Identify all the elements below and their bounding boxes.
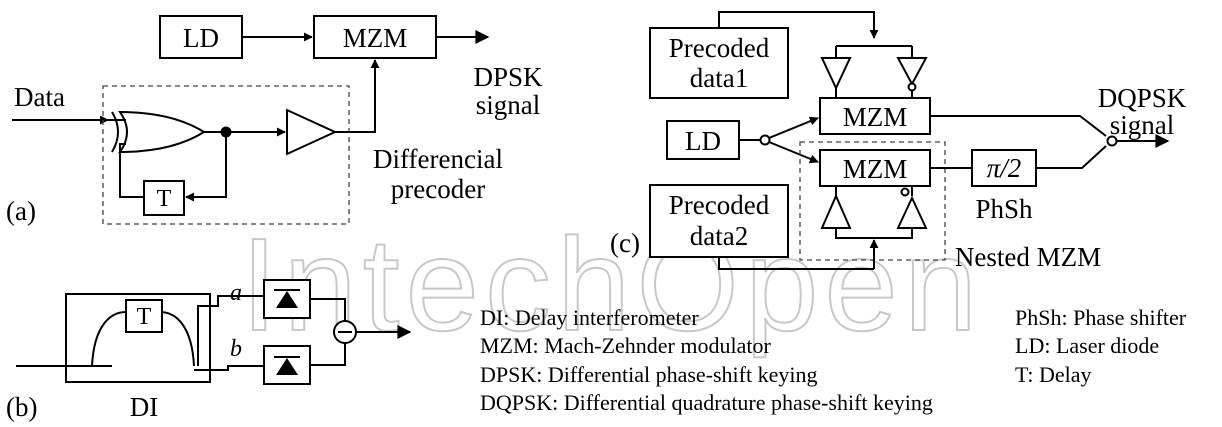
panel-a: LD MZM DPSK signal Data T Differencial p…: [6, 15, 543, 226]
port-a-label: a: [230, 280, 242, 306]
delay-interferometer-box: [65, 293, 211, 383]
legend-right-3: T: Delay: [1015, 362, 1091, 387]
port-b-label: b: [230, 336, 242, 362]
precoder-label-line1: Differencial: [373, 144, 503, 174]
dpsk-signal-line1: DPSK: [473, 62, 543, 92]
precoded-data2-line1: Precoded: [669, 190, 770, 220]
precoded-data1-line2: data1: [690, 63, 748, 93]
xor-gate-back: [111, 111, 119, 153]
ld-box-a: [159, 15, 243, 59]
precoder-label-line2: precoder: [391, 174, 485, 204]
ld-label-c: LD: [685, 126, 721, 156]
delay-label-b: T: [137, 304, 152, 330]
driver-amp-2: [896, 57, 928, 87]
legend-left-1: DI: Delay interferometer: [480, 305, 699, 330]
precoded-data1-line1: Precoded: [669, 33, 770, 63]
panel-c-label: (c): [610, 228, 640, 258]
data-input-label: Data: [14, 82, 65, 112]
phase-shifter-box: [971, 149, 1037, 187]
dpsk-signal-line2: signal: [476, 90, 541, 120]
combiner: [1106, 135, 1118, 147]
panel-b-label: (b): [6, 392, 37, 422]
precoded-data2-line2: data2: [690, 221, 748, 251]
mzm-bottom-label: MZM: [843, 154, 908, 184]
legend-right-2: LD: Laser diode: [1015, 333, 1159, 358]
legend: DI: Delay interferometer MZM: Mach-Zehnd…: [480, 305, 1187, 415]
precoded-data1-box: [649, 27, 789, 99]
delay-label-a: T: [157, 186, 172, 212]
dqpsk-signal-line1: DQPSK: [1098, 83, 1187, 113]
nested-mzm-label: Nested MZM: [955, 242, 1101, 272]
di-arm: [91, 311, 195, 367]
precoded-data2-box: [649, 184, 789, 258]
watermark-text: IntechOpen: [241, 211, 984, 358]
panel-c: Precoded data1 MZM LD MZM: [610, 11, 1187, 272]
legend-left-4: DQPSK: Differential quadrature phase-shi…: [480, 390, 933, 415]
ld-box-c: [666, 120, 740, 160]
legend-left-3: DPSK: Differential phase-shift keying: [480, 362, 817, 387]
legend-right-1: PhSh: Phase shifter: [1015, 305, 1187, 330]
mzm-box-a: [313, 15, 437, 59]
amplifier-a: [286, 108, 338, 156]
precoder-boundary: [102, 85, 350, 225]
nested-mzm-boundary: [799, 141, 946, 261]
splitter: [759, 134, 771, 146]
dqpsk-signal-line2: signal: [1110, 110, 1175, 140]
mzm-top-label: MZM: [843, 102, 908, 132]
ld-label-a: LD: [183, 23, 219, 53]
di-label: DI: [130, 392, 159, 422]
driver-amp-1: [820, 57, 852, 91]
xor-gate: [118, 110, 206, 154]
panel-b: T a b (b) DI: [6, 279, 412, 422]
mzm-top-box: [819, 97, 931, 135]
panel-a-label: (a): [6, 196, 36, 226]
legend-left-2: MZM: Mach-Zehnder modulator: [480, 333, 771, 358]
phsh-label: PhSh: [975, 194, 1033, 224]
mzm-label-a: MZM: [343, 23, 408, 53]
delay-box-b: [125, 299, 163, 333]
phase-shifter-label: π/2: [987, 153, 1022, 183]
delay-box-a: [143, 180, 185, 216]
